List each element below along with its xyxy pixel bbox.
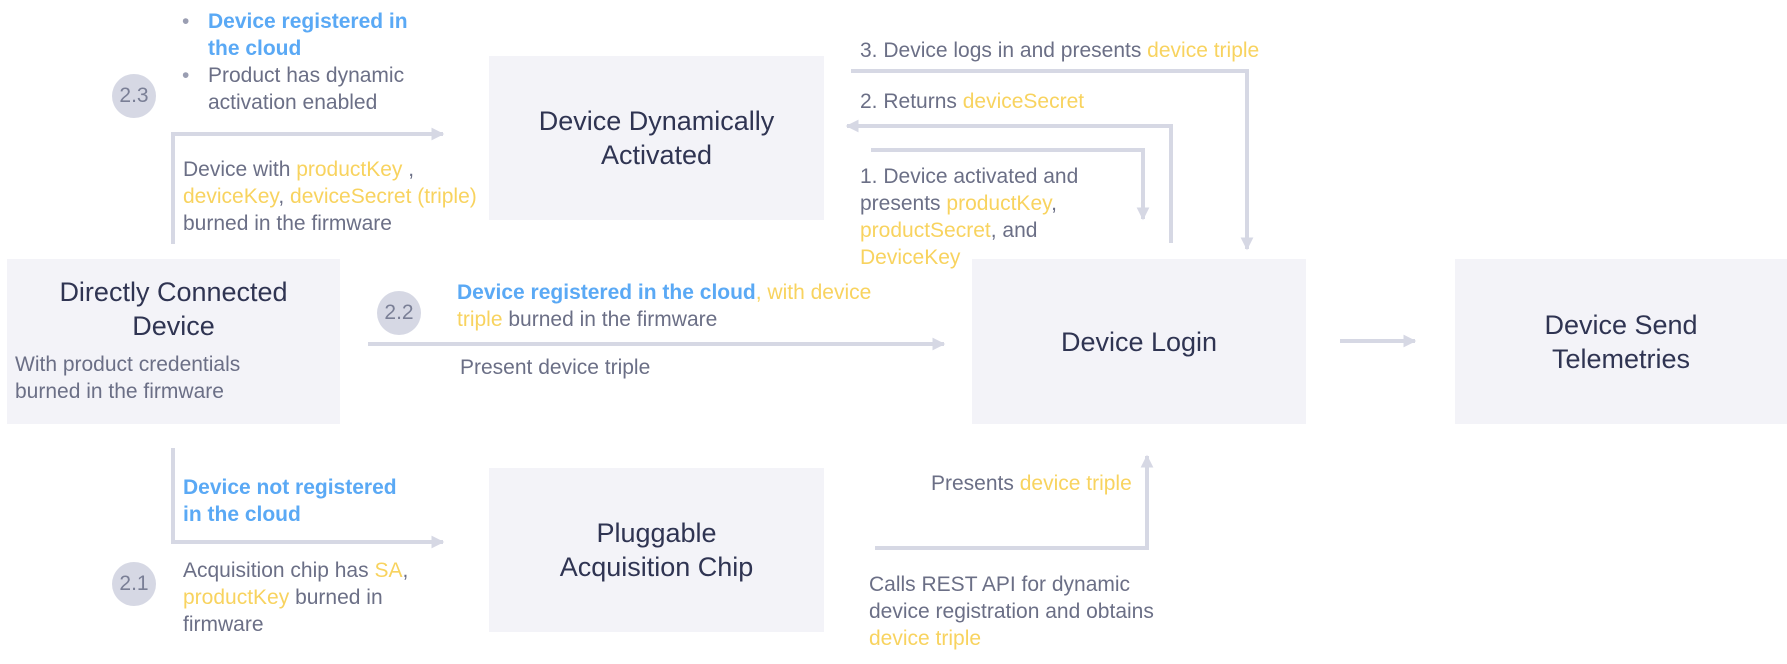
device-login-title: Device Login <box>1060 326 1218 357</box>
directly-connected-device-subtitle: With product credentials burned in the f… <box>15 353 241 403</box>
arrow-step-3 <box>851 69 1254 251</box>
step-3-label: 3. Device logs in and presents device tr… <box>860 39 1260 62</box>
device-send-telemetries-box: Device Send Telemetries <box>1455 259 1787 424</box>
pluggable-acquisition-chip-box: Pluggable Acquisition Chip <box>489 468 824 632</box>
path-2-3-condition-registered: Device registered in the cloud <box>182 8 408 62</box>
device-send-telemetries-title: Device Send Telemetries <box>1544 309 1698 374</box>
path-2-2-present-device-triple: Present device triple <box>460 356 651 379</box>
arrow-step-2 <box>845 119 1173 243</box>
arrow-chip-to-login <box>875 454 1154 550</box>
path-2-1-heading: Device not registered in the cloud <box>183 476 397 526</box>
badge-2-2: 2.2 <box>377 291 421 335</box>
arrow-2-1 <box>171 448 445 549</box>
arrow-step-1 <box>871 148 1150 221</box>
path-2-3-conditions: Device registered in the cloud Product h… <box>182 8 408 116</box>
directly-connected-device-box: Directly Connected Device With product c… <box>7 259 340 424</box>
path-2-2-note: Device registered in the cloud, with dev… <box>457 281 872 331</box>
path-2-1-note: Acquisition chip has SA,productKey burne… <box>183 559 409 636</box>
badge-2-1: 2.1 <box>112 562 156 606</box>
device-dynamically-activated-title: Device Dynamically Activated <box>538 106 775 170</box>
chip-presents-label: Presents device triple <box>931 472 1132 495</box>
step-2-label: 2. Returns deviceSecret <box>860 90 1085 113</box>
device-dynamically-activated-box: Device Dynamically Activated <box>489 56 824 220</box>
path-2-3-note: Device with productKey ,deviceKey, devic… <box>183 158 477 235</box>
pluggable-acquisition-chip-title: Pluggable Acquisition Chip <box>559 518 754 582</box>
path-2-3-condition-dynamic-activation: Product has dynamic activation enabled <box>182 62 408 116</box>
step-1-label: 1. Device activated and presents product… <box>860 165 1079 269</box>
chip-rest-api-label: Calls REST API for dynamic device regist… <box>869 573 1154 650</box>
device-login-box: Device Login <box>972 259 1306 424</box>
directly-connected-device-title: Directly Connected Device <box>59 277 288 341</box>
badge-2-3: 2.3 <box>112 74 156 118</box>
arrow-2-3 <box>171 127 445 244</box>
